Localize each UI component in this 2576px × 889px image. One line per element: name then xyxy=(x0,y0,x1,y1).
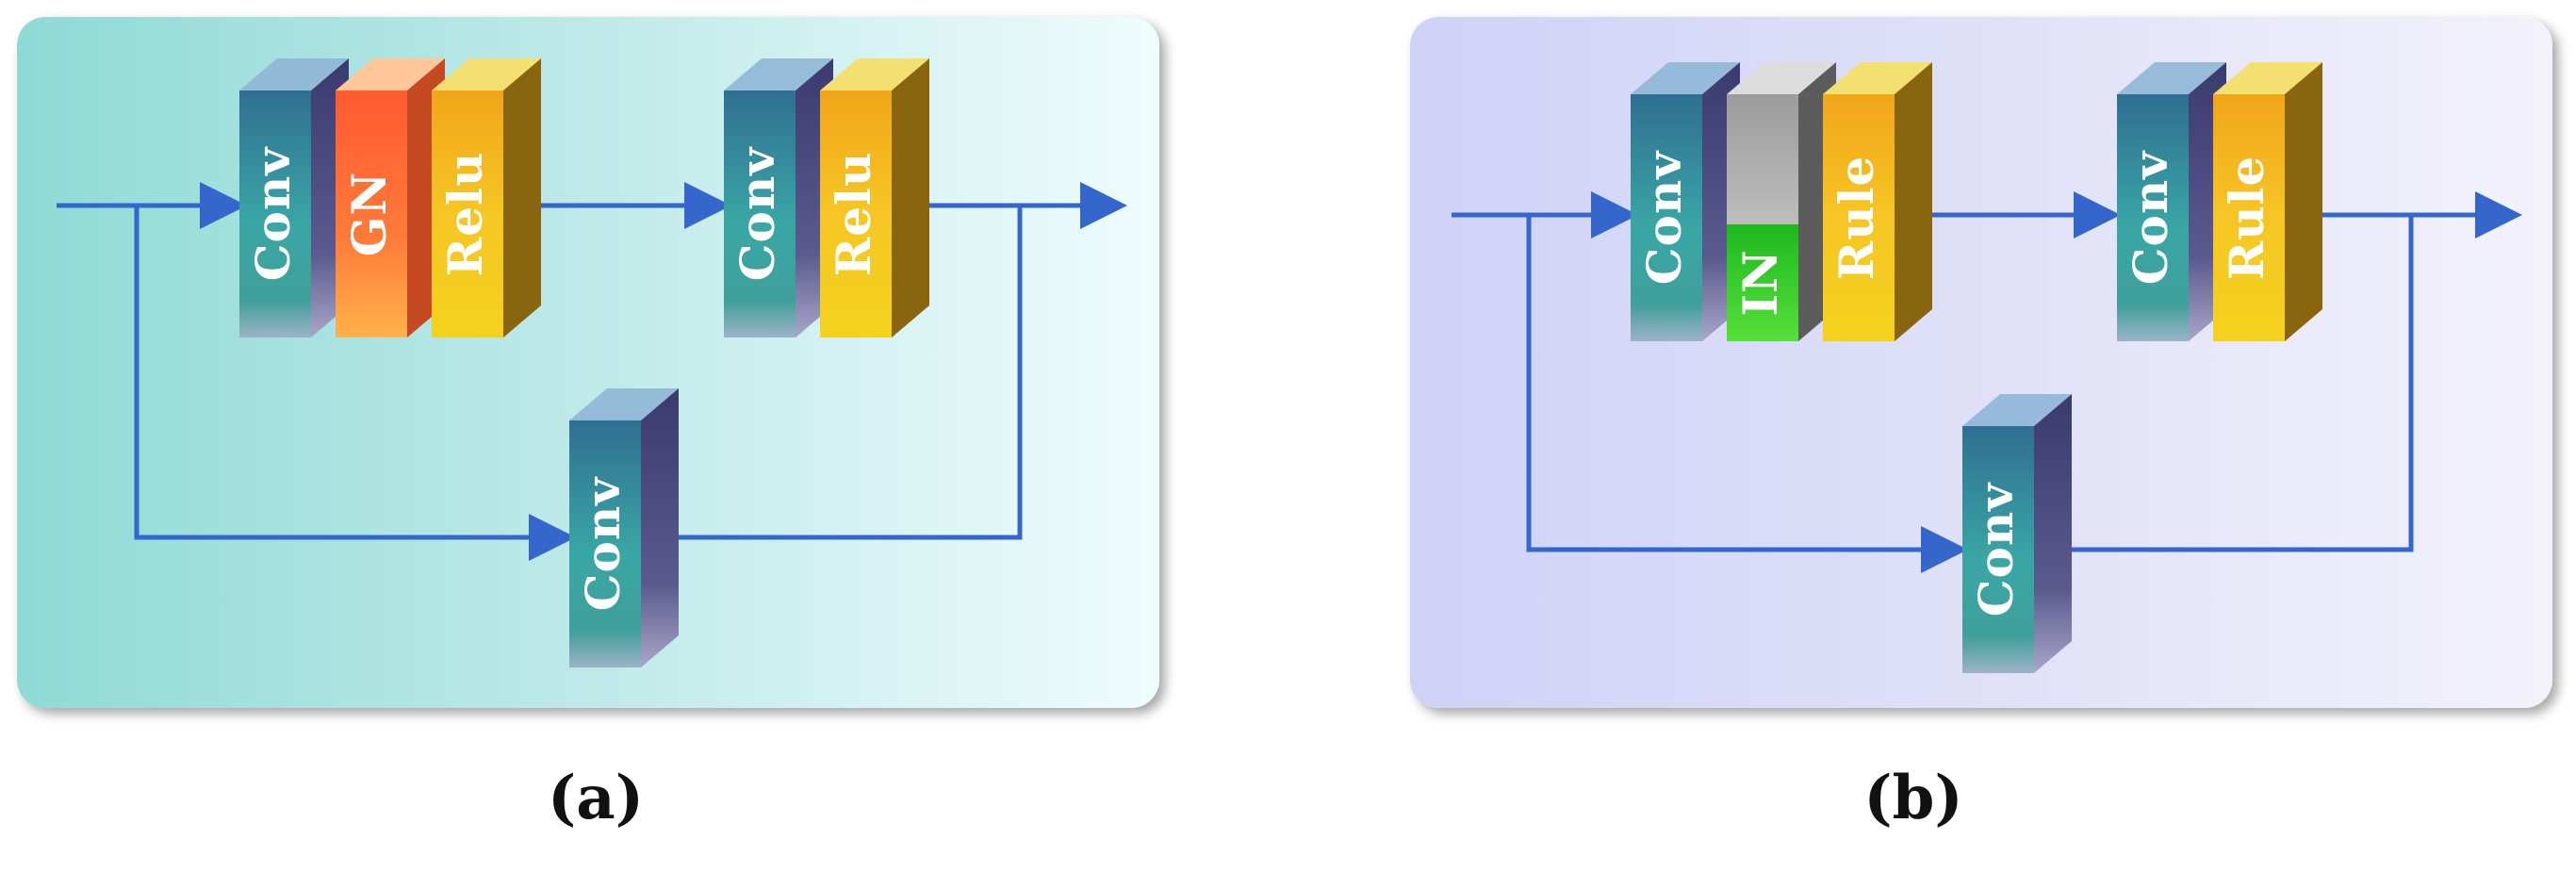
caption-a: (a) xyxy=(548,763,644,833)
merge-line xyxy=(2053,215,2414,552)
panel-a-block1: Conv GN Relu xyxy=(239,58,541,337)
panel-b: Conv IN Rule Conv xyxy=(1410,17,2552,708)
conv-block: Conv xyxy=(2117,62,2226,341)
panel-a-block2: Conv Relu xyxy=(724,58,929,337)
in-block: IN xyxy=(1727,62,1836,341)
conv-block: Conv xyxy=(239,58,349,337)
panel-a-shortcut: Conv xyxy=(569,388,679,667)
conv-label: Conv xyxy=(1968,482,2024,617)
gn-label: GN xyxy=(341,172,397,256)
relu-block: Relu xyxy=(820,58,929,337)
caption-b: (b) xyxy=(1863,763,1962,833)
panel-a-connections xyxy=(57,182,1127,561)
conv-block: Conv xyxy=(1631,62,1740,341)
conv-label: Conv xyxy=(245,146,301,281)
panel-a: Conv GN Relu Conv xyxy=(17,17,1159,708)
gn-block: GN xyxy=(336,58,445,337)
skip-arrow xyxy=(1526,215,1968,573)
relu-label: Relu xyxy=(437,152,493,277)
rule-label: Rule xyxy=(2219,156,2274,281)
relu-label: Relu xyxy=(826,152,881,277)
rule-block: Rule xyxy=(2213,62,2322,341)
conv-label: Conv xyxy=(2123,150,2178,285)
skip-arrow xyxy=(134,206,576,561)
panel-b-connections xyxy=(1452,191,2522,573)
rule-label: Rule xyxy=(1829,156,1884,281)
rule-block: Rule xyxy=(1823,62,1932,341)
relu-block: Relu xyxy=(432,58,541,337)
in-label: IN xyxy=(1732,249,1788,316)
panel-b-shortcut: Conv xyxy=(1962,394,2072,673)
merge-line xyxy=(660,206,1023,540)
conv-label: Conv xyxy=(575,476,631,611)
panel-b-block1: Conv IN Rule xyxy=(1631,62,1932,341)
conv-label: Conv xyxy=(730,146,785,281)
conv-block: Conv xyxy=(724,58,833,337)
conv-label: Conv xyxy=(1636,150,1692,285)
panel-b-block2: Conv Rule xyxy=(2117,62,2322,341)
